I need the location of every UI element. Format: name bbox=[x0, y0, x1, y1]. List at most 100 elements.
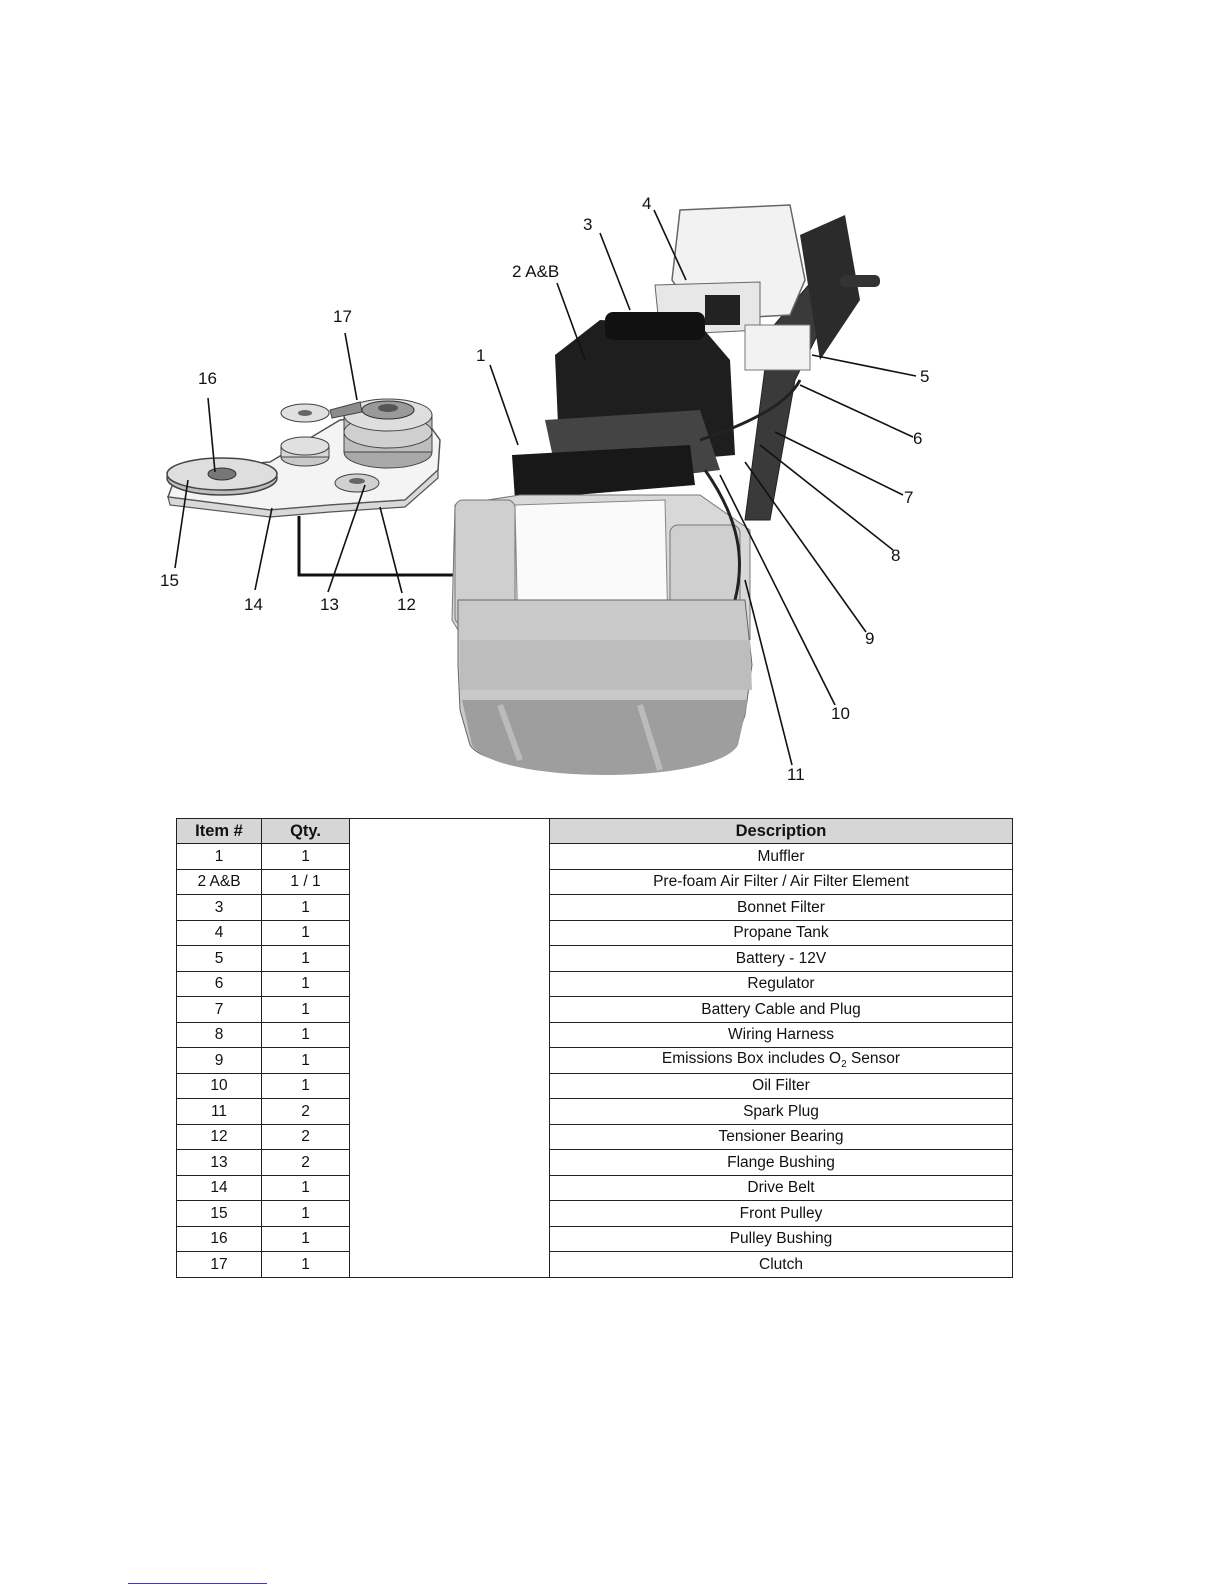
spacer-cell bbox=[349, 894, 550, 920]
quantity-cell: 1 bbox=[261, 1021, 350, 1048]
item-number-cell: 2 A&B bbox=[176, 868, 262, 895]
leader-lines bbox=[174, 209, 917, 766]
item-number-cell: 16 bbox=[176, 1225, 262, 1252]
quantity-cell: 2 bbox=[261, 1123, 350, 1150]
item-number-cell: 17 bbox=[176, 1251, 262, 1278]
item-number-cell: 4 bbox=[176, 919, 262, 946]
item-number-cell: 9 bbox=[176, 1047, 262, 1074]
spacer-cell bbox=[349, 971, 550, 997]
quantity-cell: 1 bbox=[261, 1174, 350, 1201]
description-cell: Battery Cable and Plug bbox=[549, 996, 1013, 1023]
callout-1: 1 bbox=[476, 346, 485, 365]
quantity-cell: 1 bbox=[261, 1200, 350, 1227]
callout-labels: 1 2 A&B 3 4 5 6 7 8 9 10 11 12 13 14 15 … bbox=[160, 194, 929, 784]
description-cell: Battery - 12V bbox=[549, 945, 1013, 972]
spacer-cell bbox=[349, 1098, 550, 1124]
description-cell: Propane Tank bbox=[549, 919, 1013, 946]
callout-10: 10 bbox=[831, 704, 850, 723]
callout-9: 9 bbox=[865, 629, 874, 648]
description-cell: Drive Belt bbox=[549, 1174, 1013, 1201]
description-cell: Muffler bbox=[549, 843, 1013, 870]
quantity-cell: 2 bbox=[261, 1149, 350, 1176]
description-subscript: 2 bbox=[841, 1058, 847, 1070]
callout-2ab: 2 A&B bbox=[512, 262, 559, 281]
description-cell: Regulator bbox=[549, 970, 1013, 997]
spacer-cell bbox=[349, 945, 550, 971]
item-number-cell: 10 bbox=[176, 1072, 262, 1099]
description-cell: Flange Bushing bbox=[549, 1149, 1013, 1176]
header-qty: Qty. bbox=[261, 818, 350, 844]
quantity-cell: 1 / 1 bbox=[261, 868, 350, 895]
header-item: Item # bbox=[176, 818, 262, 844]
spacer-cell bbox=[349, 1251, 550, 1278]
quantity-cell: 1 bbox=[261, 1251, 350, 1278]
spacer-cell bbox=[349, 996, 550, 1022]
quantity-cell: 1 bbox=[261, 919, 350, 946]
callout-11: 11 bbox=[787, 765, 805, 784]
spacer-cell bbox=[349, 1149, 550, 1175]
callout-16: 16 bbox=[198, 369, 217, 388]
footer-link-underline bbox=[128, 1583, 267, 1584]
spacer-cell bbox=[349, 843, 550, 869]
description-text-tail: Sensor bbox=[846, 1049, 901, 1067]
item-number-cell: 8 bbox=[176, 1021, 262, 1048]
callout-5: 5 bbox=[920, 367, 929, 386]
description-cell: Oil Filter bbox=[549, 1072, 1013, 1099]
description-cell: Bonnet Filter bbox=[549, 894, 1013, 921]
machine-parts-illustration: 1 2 A&B 3 4 5 6 7 8 9 10 11 12 13 14 15 … bbox=[160, 194, 929, 784]
header-description: Description bbox=[549, 818, 1013, 844]
quantity-cell: 1 bbox=[261, 843, 350, 870]
spacer-cell bbox=[349, 1047, 550, 1073]
item-number-cell: 14 bbox=[176, 1174, 262, 1201]
quantity-cell: 1 bbox=[261, 894, 350, 921]
callout-13: 13 bbox=[320, 595, 339, 614]
item-number-cell: 5 bbox=[176, 945, 262, 972]
callout-6: 6 bbox=[913, 429, 922, 448]
callout-8: 8 bbox=[891, 546, 900, 565]
description-cell: Emissions Box includes O2 Sensor bbox=[549, 1047, 1013, 1074]
header-spacer bbox=[349, 818, 550, 844]
description-cell: Spark Plug bbox=[549, 1098, 1013, 1125]
item-number-cell: 1 bbox=[176, 843, 262, 870]
callout-15: 15 bbox=[160, 571, 179, 590]
quantity-cell: 1 bbox=[261, 1225, 350, 1252]
spacer-cell bbox=[349, 920, 550, 946]
item-number-cell: 12 bbox=[176, 1123, 262, 1150]
spacer-cell bbox=[349, 869, 550, 895]
item-number-cell: 7 bbox=[176, 996, 262, 1023]
description-text: Emissions Box includes O bbox=[661, 1049, 842, 1067]
description-cell: Wiring Harness bbox=[549, 1021, 1013, 1048]
spacer-cell bbox=[349, 1124, 550, 1150]
quantity-cell: 2 bbox=[261, 1098, 350, 1125]
item-number-cell: 6 bbox=[176, 970, 262, 997]
item-number-cell: 11 bbox=[176, 1098, 262, 1125]
item-number-cell: 15 bbox=[176, 1200, 262, 1227]
spacer-cell bbox=[349, 1200, 550, 1226]
spacer-cell bbox=[349, 1073, 550, 1099]
description-cell: Pre-foam Air Filter / Air Filter Element bbox=[549, 868, 1013, 895]
item-number-cell: 3 bbox=[176, 894, 262, 921]
quantity-cell: 1 bbox=[261, 945, 350, 972]
quantity-cell: 1 bbox=[261, 1047, 350, 1074]
quantity-cell: 1 bbox=[261, 1072, 350, 1099]
callout-4: 4 bbox=[642, 194, 651, 213]
spacer-cell bbox=[349, 1226, 550, 1252]
grinder-machine bbox=[451, 204, 880, 775]
